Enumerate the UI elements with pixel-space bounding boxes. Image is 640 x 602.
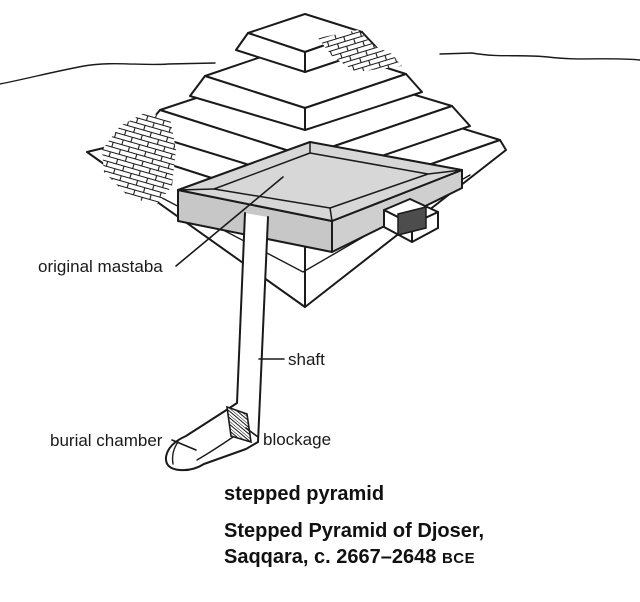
blockage-block [226,405,252,444]
caption-title: stepped pyramid [224,483,384,505]
original-mastaba-label: original mastaba [38,257,163,276]
caption-location-date: Saqqara, c. 2667–2648 BCE [224,546,475,568]
blockage-label: blockage [263,430,331,449]
horizon-right-segment [439,52,640,61]
brick-patch-left [102,112,176,206]
brick-texture-patches [102,30,402,206]
leader-lines [171,176,285,451]
caption-date-main: Saqqara, c. 2667–2648 [224,546,442,568]
chamber-end-cap-line [171,441,179,465]
chamber-face-divider-line [196,436,234,461]
entrance-structure [383,198,439,243]
burial-chamber-leader-line [171,439,197,451]
shaft-left-edge [236,212,246,404]
shaft-and-chamber [164,212,269,472]
blockage-leader-line [245,427,259,438]
labels: original mastaba shaft burial chamber bl… [38,257,331,450]
shaft-label: shaft [288,350,325,369]
shaft-right-edge [257,216,269,443]
caption-monument-name: Stepped Pyramid of Djoser, [224,520,484,542]
horizon-left-segment [0,62,216,85]
tier2-right-face [304,73,423,131]
entrance-opening [397,206,427,236]
mastaba-corner-edges [177,142,463,222]
horizon-line [0,52,640,85]
brick-patch-upper-right [318,30,402,72]
original-mastaba-leader-line [175,176,284,267]
burial-chamber-label: burial chamber [50,431,163,450]
caption: stepped pyramid Stepped Pyramid of Djose… [224,483,484,568]
caption-era: BCE [442,550,475,567]
